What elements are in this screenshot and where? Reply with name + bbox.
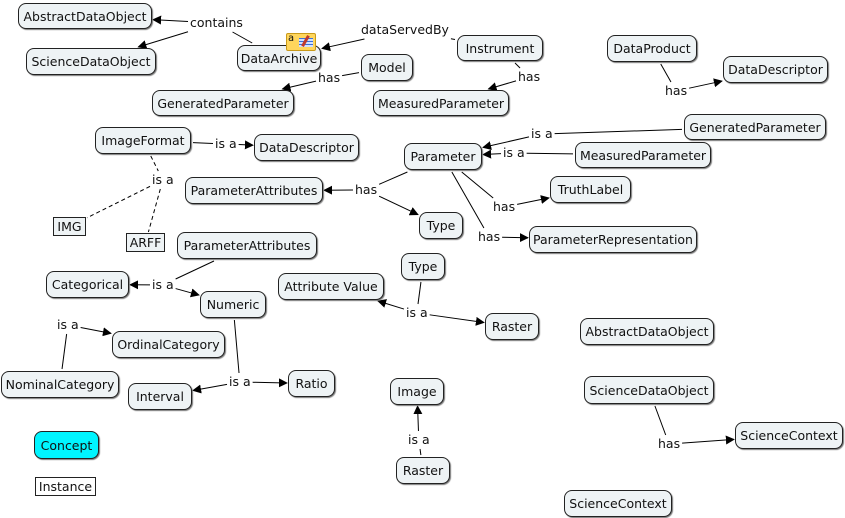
connection-arrow bbox=[482, 149, 502, 159]
connection-arrow bbox=[682, 435, 735, 445]
connection-arrow bbox=[429, 314, 485, 326]
legend-concept: Concept bbox=[34, 431, 99, 459]
concept-science-context[interactable]: ScienceContext bbox=[735, 422, 843, 449]
concept-parameter-representation[interactable]: ParameterRepresentation bbox=[529, 226, 697, 253]
link-label-has[interactable]: has bbox=[355, 182, 378, 197]
connection-arrow bbox=[137, 31, 189, 49]
concept-science-data-object[interactable]: ScienceDataObject bbox=[26, 48, 156, 75]
connection-arrow bbox=[147, 188, 161, 233]
connection-arrow bbox=[689, 78, 723, 89]
connection-line bbox=[461, 171, 494, 199]
note-icon[interactable]: a bbox=[286, 33, 316, 51]
connection-line bbox=[654, 405, 667, 436]
link-label-has[interactable]: has bbox=[658, 436, 681, 451]
concept-model[interactable]: Model bbox=[361, 54, 413, 81]
concept-instrument[interactable]: Instrument bbox=[457, 35, 543, 61]
concept-attribute-value[interactable]: Attribute Value bbox=[278, 273, 384, 300]
connection-arrow bbox=[502, 233, 529, 243]
concept-measured-parameter[interactable]: MeasuredParameter bbox=[575, 142, 711, 168]
connection-arrow bbox=[80, 326, 112, 337]
connection-line bbox=[192, 142, 214, 144]
connection-arrow bbox=[482, 136, 530, 150]
legend-instance: Instance bbox=[35, 477, 96, 496]
link-label-is-a[interactable]: is a bbox=[229, 374, 251, 389]
connection-arrow bbox=[517, 195, 550, 205]
connection-arrow bbox=[487, 80, 517, 92]
link-label-has[interactable]: has bbox=[493, 199, 516, 214]
concept-interval[interactable]: Interval bbox=[128, 383, 192, 410]
link-label-is-a[interactable]: is a bbox=[57, 317, 79, 332]
instance-arff[interactable]: ARFF bbox=[126, 233, 165, 252]
connection-line bbox=[150, 155, 159, 172]
concept-type[interactable]: Type bbox=[401, 253, 445, 280]
concept-numeric[interactable]: Numeric bbox=[200, 291, 266, 318]
concept-image[interactable]: Image bbox=[390, 378, 444, 405]
connection-line bbox=[514, 62, 521, 69]
link-label-is-a[interactable]: is a bbox=[531, 126, 553, 141]
link-label-data-served-by[interactable]: dataServedBy bbox=[361, 22, 449, 37]
link-label-is-a[interactable]: is a bbox=[215, 136, 237, 151]
concept-generated-parameter[interactable]: GeneratedParameter bbox=[152, 90, 294, 116]
link-label-is-a[interactable]: is a bbox=[503, 145, 525, 160]
connection-line bbox=[232, 31, 253, 44]
link-label-is-a[interactable]: is a bbox=[152, 277, 174, 292]
connection-line bbox=[378, 171, 408, 185]
concept-truth-label[interactable]: TruthLabel bbox=[550, 176, 631, 203]
connection-arrow bbox=[321, 38, 365, 52]
link-label-is-a[interactable]: is a bbox=[152, 172, 174, 187]
concept-parameter-attributes[interactable]: ParameterAttributes bbox=[177, 232, 317, 259]
link-label-is-a[interactable]: is a bbox=[406, 305, 428, 320]
link-label-contains[interactable]: contains bbox=[190, 15, 243, 30]
connection-line bbox=[61, 333, 68, 370]
connection-arrow bbox=[281, 80, 317, 92]
connection-line bbox=[451, 171, 485, 229]
connection-arrow bbox=[86, 185, 151, 219]
concept-nominal-category[interactable]: NominalCategory bbox=[1, 371, 119, 398]
concept-data-descriptor[interactable]: DataDescriptor bbox=[254, 134, 359, 161]
connection-arrow bbox=[378, 195, 419, 216]
connection-line bbox=[419, 448, 422, 456]
link-label-has[interactable]: has bbox=[518, 69, 541, 84]
concept-ordinal-category[interactable]: OrdinalCategory bbox=[112, 331, 225, 358]
connection-line bbox=[526, 152, 574, 155]
concept-type[interactable]: Type bbox=[419, 212, 463, 239]
concept-generated-parameter[interactable]: GeneratedParameter bbox=[684, 114, 826, 140]
connection-arrow bbox=[175, 288, 200, 298]
connection-arrow bbox=[252, 378, 288, 388]
concept-image-format[interactable]: ImageFormat bbox=[95, 127, 191, 154]
concept-measured-parameter[interactable]: MeasuredParameter bbox=[373, 90, 509, 116]
concept-parameter[interactable]: Parameter bbox=[404, 143, 482, 170]
concept-raster[interactable]: Raster bbox=[485, 313, 539, 340]
concept-raster[interactable]: Raster bbox=[396, 457, 450, 484]
connection-line bbox=[554, 128, 683, 135]
connection-arrow bbox=[377, 299, 405, 310]
concept-science-data-object[interactable]: ScienceDataObject bbox=[584, 376, 714, 404]
concept-science-context[interactable]: ScienceContext bbox=[564, 490, 672, 517]
connection-arrow bbox=[238, 140, 254, 150]
link-label-has[interactable]: has bbox=[478, 229, 501, 244]
concept-data-descriptor[interactable]: DataDescriptor bbox=[723, 56, 828, 83]
link-label-is-a[interactable]: is a bbox=[408, 432, 430, 447]
concept-parameter-attributes[interactable]: ParameterAttributes bbox=[185, 177, 323, 204]
connection-line bbox=[342, 72, 360, 77]
concept-categorical[interactable]: Categorical bbox=[46, 271, 129, 298]
connection-arrow bbox=[192, 383, 228, 394]
connection-line bbox=[660, 63, 672, 83]
connection-arrow bbox=[152, 15, 189, 25]
link-label-has[interactable]: has bbox=[665, 83, 688, 98]
connection-line bbox=[450, 38, 456, 40]
concept-data-product[interactable]: DataProduct bbox=[607, 35, 697, 62]
connection-line bbox=[233, 319, 240, 374]
connection-arrow bbox=[413, 405, 423, 432]
concept-ratio[interactable]: Ratio bbox=[288, 370, 335, 397]
link-label-has[interactable]: has bbox=[318, 70, 341, 85]
concept-abstract-data-object[interactable]: AbstractDataObject bbox=[18, 3, 152, 29]
connection-line bbox=[417, 281, 422, 305]
instance-img[interactable]: IMG bbox=[53, 217, 86, 236]
connection-line bbox=[175, 260, 215, 280]
concept-abstract-data-object[interactable]: AbstractDataObject bbox=[580, 318, 714, 345]
